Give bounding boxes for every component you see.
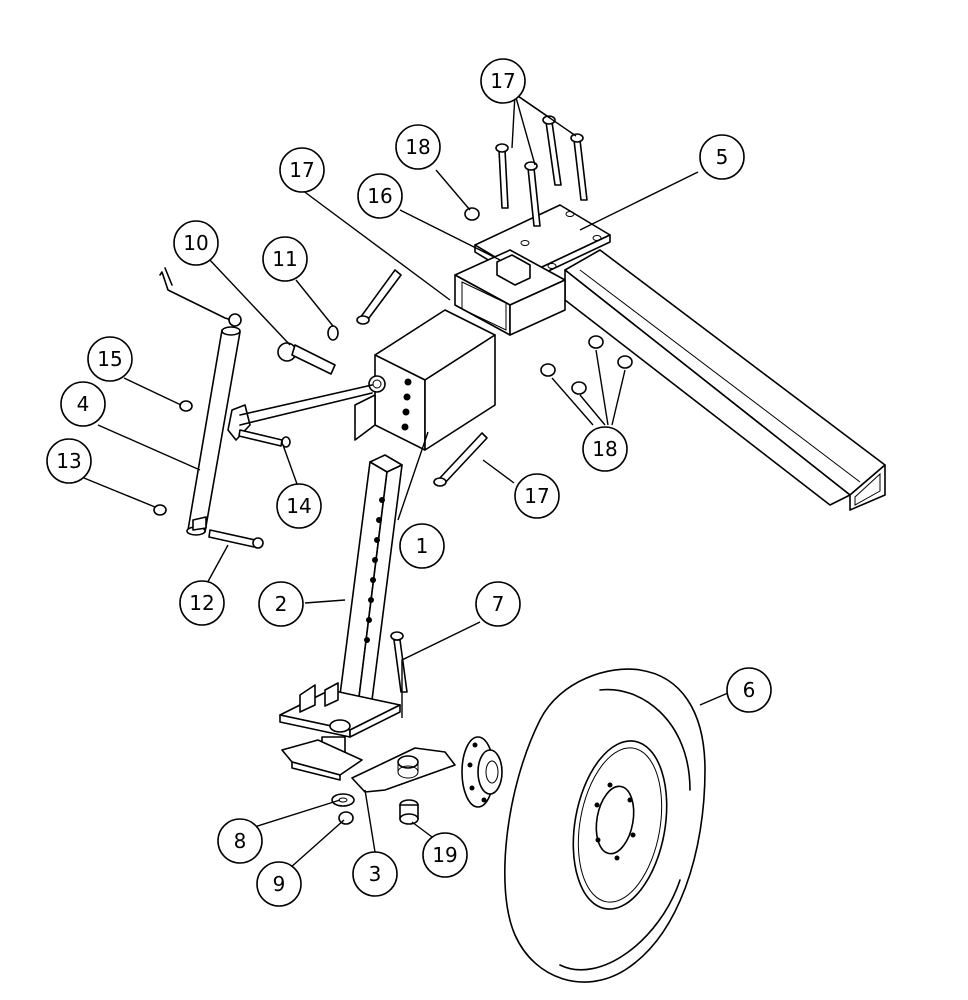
svg-text:15: 15 — [97, 347, 122, 371]
callout-14: 14 — [276, 483, 322, 529]
svg-text:16: 16 — [367, 184, 392, 208]
svg-text:7: 7 — [492, 592, 505, 616]
part-3-spindle-arm — [281, 739, 456, 793]
callout-10: 10 — [173, 220, 219, 266]
leader-lines — [83, 93, 736, 869]
callout-3: 3 — [352, 851, 398, 897]
svg-text:17: 17 — [524, 484, 549, 508]
svg-text:19: 19 — [432, 843, 457, 867]
part-10-pin — [277, 342, 336, 375]
callout-18-lower: 18 — [582, 426, 628, 472]
svg-text:5: 5 — [716, 145, 729, 169]
part-6-wheel — [504, 668, 706, 983]
callout-8: 8 — [217, 818, 263, 864]
part-16-socket-box — [454, 249, 566, 336]
part-18-nut-set — [540, 335, 633, 395]
callout-11: 11 — [262, 236, 308, 282]
svg-text:9: 9 — [273, 872, 286, 896]
callout-16: 16 — [357, 173, 403, 219]
callout-18-upper: 18 — [395, 124, 441, 170]
part-15-nut — [179, 400, 193, 412]
svg-text:11: 11 — [272, 247, 297, 271]
part-1-upright-bracket — [354, 309, 496, 451]
hub-assembly — [461, 736, 503, 808]
svg-text:18: 18 — [592, 437, 617, 461]
part-11-clip — [327, 325, 339, 341]
svg-text:14: 14 — [286, 494, 311, 518]
callout-17-right: 17 — [514, 473, 560, 519]
svg-text:2: 2 — [275, 592, 288, 616]
part-19-bushing — [399, 799, 419, 825]
part-12-bolt — [208, 529, 264, 549]
svg-text:3: 3 — [369, 862, 382, 886]
svg-text:13: 13 — [56, 449, 81, 473]
callout-12: 12 — [179, 580, 225, 626]
part-2-vertical-leg — [339, 454, 403, 706]
svg-text:18: 18 — [405, 135, 430, 159]
svg-text:10: 10 — [183, 231, 208, 255]
part-7-bolt — [390, 631, 408, 693]
svg-text:4: 4 — [77, 392, 90, 416]
callout-2: 2 — [258, 581, 304, 627]
callout-6: 6 — [726, 667, 772, 713]
callout-17-top: 17 — [480, 58, 526, 104]
callout-15: 15 — [87, 336, 133, 382]
svg-text:17: 17 — [490, 69, 515, 93]
part-18-nut-upper — [464, 207, 480, 221]
part-17-bolt-set — [495, 115, 588, 227]
part-8-washer — [331, 793, 355, 807]
part-5-tongue-tube — [564, 249, 886, 511]
callout-4: 4 — [60, 381, 106, 427]
callout-13: 13 — [46, 438, 92, 484]
callout-9: 9 — [256, 861, 302, 907]
part-4-jack — [159, 267, 373, 536]
part-14-bolt — [238, 429, 291, 448]
svg-text:12: 12 — [189, 591, 214, 615]
part-13-nut — [153, 504, 167, 516]
svg-text:1: 1 — [416, 534, 429, 558]
part-17-bolt-upper — [356, 269, 402, 325]
callout-7: 7 — [475, 581, 521, 627]
callout-1: 1 — [399, 523, 445, 569]
svg-text:8: 8 — [234, 829, 247, 853]
callout-17-left: 17 — [279, 147, 325, 193]
svg-text:17: 17 — [289, 158, 314, 182]
callout-5: 5 — [699, 134, 745, 180]
part-17-bolt-right — [433, 432, 488, 487]
svg-text:6: 6 — [743, 678, 756, 702]
callout-19: 19 — [422, 832, 468, 878]
part-2-base-plate — [279, 682, 401, 753]
